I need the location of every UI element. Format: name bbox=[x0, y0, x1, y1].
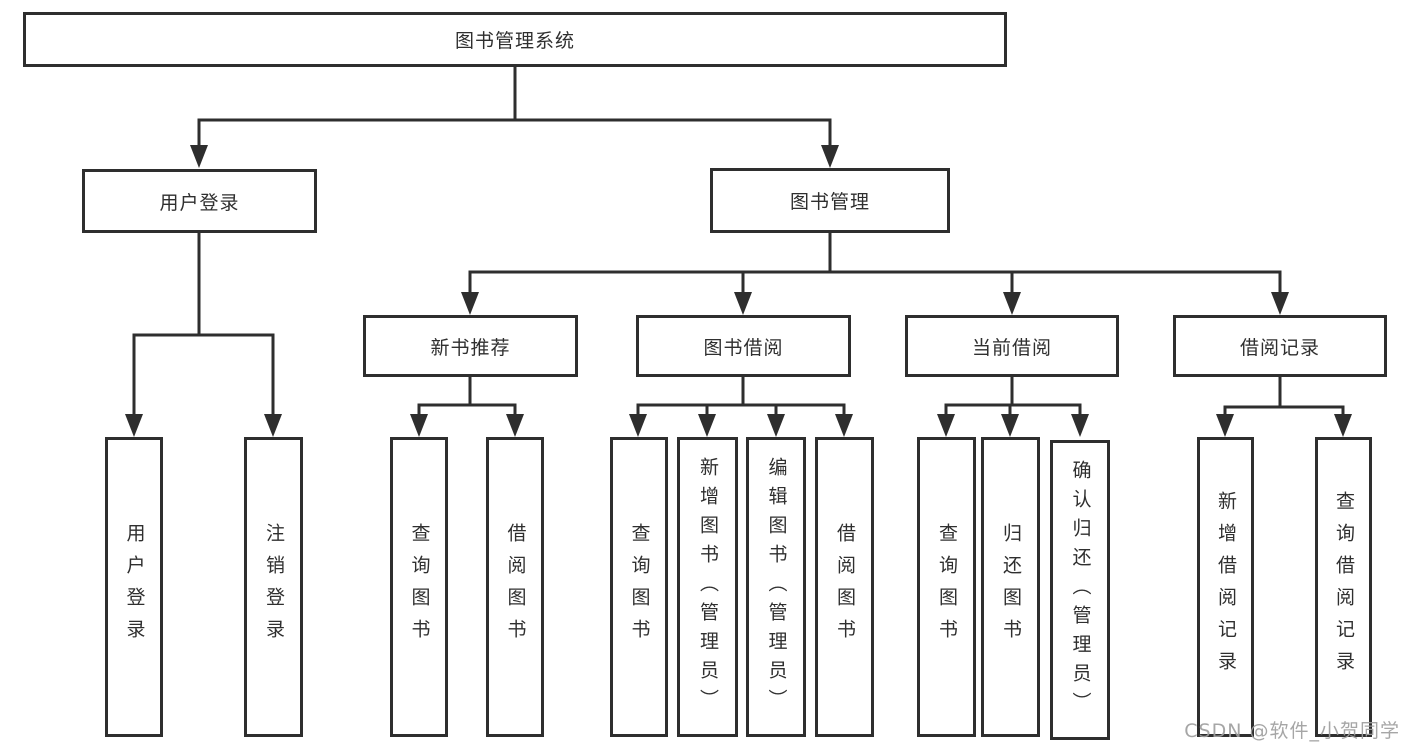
node-new-book-recommendation: 新书推荐 bbox=[363, 315, 578, 377]
arrowheads bbox=[125, 145, 1352, 437]
node-label: 归还图书 bbox=[1000, 523, 1022, 651]
leaf-confirm-return-admin: 确认归还（管理员） bbox=[1050, 440, 1110, 740]
node-label: 图书管理系统 bbox=[454, 30, 575, 52]
node-label: 借阅图书 bbox=[834, 523, 856, 651]
node-borrowing-records: 借阅记录 bbox=[1173, 315, 1387, 377]
leaf-edit-book-admin: 编辑图书（管理员） bbox=[746, 437, 806, 737]
node-current-borrowing: 当前借阅 bbox=[905, 315, 1119, 377]
node-library-management-system: 图书管理系统 bbox=[23, 12, 1007, 67]
node-label: 用户登录 bbox=[159, 191, 240, 214]
node-label: 图书管理 bbox=[789, 191, 870, 213]
node-label: 确认归还（管理员） bbox=[1069, 459, 1092, 721]
node-label: 新增借阅记录 bbox=[1215, 491, 1237, 683]
leaf-query-books-borrowing: 查询图书 bbox=[610, 437, 668, 737]
node-label: 当前借阅 bbox=[971, 336, 1052, 359]
node-label: 借阅图书 bbox=[504, 523, 527, 651]
leaf-query-books-current: 查询图书 bbox=[917, 437, 976, 737]
leaf-query-borrow-record: 查询借阅记录 bbox=[1315, 437, 1372, 737]
node-user-login: 用户登录 bbox=[82, 169, 317, 233]
node-label: 查询借阅记录 bbox=[1333, 491, 1355, 683]
leaf-query-books-recommend: 查询图书 bbox=[390, 437, 448, 737]
node-label: 查询图书 bbox=[408, 523, 431, 651]
leaf-user-login: 用户登录 bbox=[105, 437, 163, 737]
leaf-add-borrow-record: 新增借阅记录 bbox=[1197, 437, 1254, 737]
node-label: 查询图书 bbox=[936, 523, 958, 651]
node-label: 借阅记录 bbox=[1239, 336, 1320, 359]
node-label: 查询图书 bbox=[628, 523, 651, 651]
leaf-logout: 注销登录 bbox=[244, 437, 303, 737]
leaf-borrow-books-recommend: 借阅图书 bbox=[486, 437, 544, 737]
leaf-borrow-books-borrowing: 借阅图书 bbox=[815, 437, 874, 737]
node-label: 新增图书（管理员） bbox=[697, 456, 719, 718]
node-book-borrowing: 图书借阅 bbox=[636, 315, 851, 377]
leaf-add-book-admin: 新增图书（管理员） bbox=[677, 437, 738, 737]
node-label: 注销登录 bbox=[263, 523, 285, 651]
node-label: 新书推荐 bbox=[430, 336, 511, 359]
node-label: 编辑图书（管理员） bbox=[765, 456, 788, 718]
csdn-watermark: CSDN @软件_小贺同学 bbox=[1184, 720, 1400, 742]
leaf-return-books: 归还图书 bbox=[981, 437, 1040, 737]
node-book-management: 图书管理 bbox=[710, 168, 950, 233]
node-label: 图书借阅 bbox=[703, 336, 784, 359]
node-label: 用户登录 bbox=[123, 523, 146, 651]
